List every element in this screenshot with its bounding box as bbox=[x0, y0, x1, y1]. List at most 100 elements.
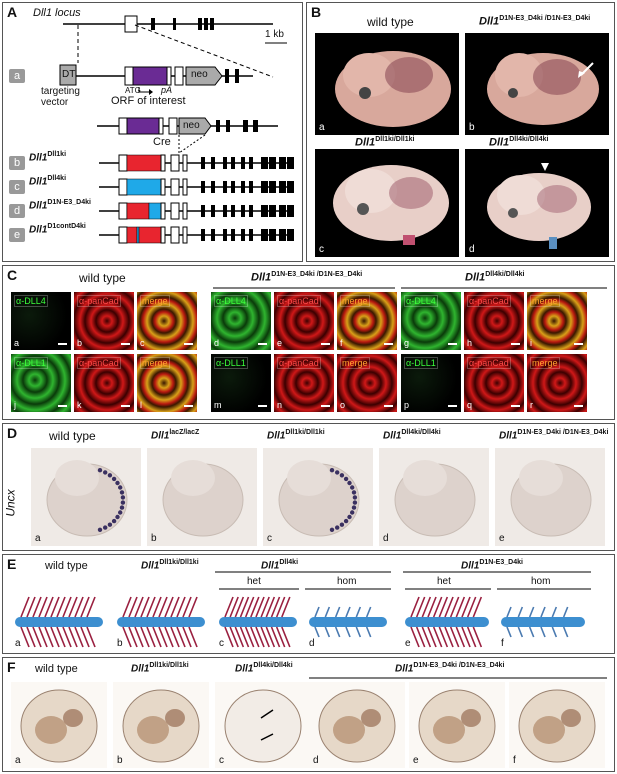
targeting-vector-label: targeting vector bbox=[41, 86, 80, 108]
micrograph-letter-c: c bbox=[140, 338, 145, 348]
micrograph-stain-label-m: α-DLL1 bbox=[214, 357, 248, 369]
micrograph-f: merge f bbox=[337, 292, 397, 350]
skeleton-image-b: b bbox=[113, 593, 209, 651]
row-a-label: a bbox=[9, 69, 25, 83]
scale-bar bbox=[258, 405, 267, 407]
scale-bar bbox=[384, 405, 393, 407]
d-genotype-e: Dll1D1N-E3_D4ki /D1N-E3_D4ki bbox=[499, 429, 609, 442]
embryo-image-c: c bbox=[315, 149, 459, 257]
panel-c: C wild type Dll1D1N-E3_D4ki /D1N-E3_D4ki… bbox=[2, 265, 615, 420]
b-genotype-3: Dll1Dll1ki/Dll1ki bbox=[355, 136, 415, 149]
micrograph-stain-label-h: α-panCad bbox=[467, 295, 511, 307]
b-letter-a: a bbox=[319, 122, 325, 133]
allele-row-genotype-e: Dll1D1contD4ki bbox=[29, 223, 86, 236]
scale-bar bbox=[184, 405, 193, 407]
section-letter-f: f bbox=[513, 755, 516, 766]
micrograph-stain-label-r: merge bbox=[530, 357, 560, 369]
micrograph-stain-label-g: α-DLL4 bbox=[404, 295, 438, 307]
micrograph-stain-label-e: α-panCad bbox=[277, 295, 321, 307]
neo-label-2: neo bbox=[183, 120, 200, 131]
micrograph-letter-g: g bbox=[404, 338, 410, 348]
c-genotype-3: Dll1Dll4ki/Dll4ki bbox=[465, 271, 525, 284]
embryo-image-d: d bbox=[465, 149, 609, 257]
in-situ-letter-d: d bbox=[383, 533, 389, 544]
section-letter-b: b bbox=[117, 755, 123, 766]
micrograph-letter-p: p bbox=[404, 400, 410, 410]
scale-bar bbox=[384, 343, 393, 345]
c-wildtype-label: wild type bbox=[79, 271, 126, 285]
e-het-2: het bbox=[437, 576, 451, 587]
e-genotype-2: Dll1Dll1ki/Dll1ki bbox=[141, 559, 199, 572]
allele-row-letter-b: b bbox=[9, 156, 25, 170]
f-group-line bbox=[309, 677, 607, 679]
micrograph-letter-a: a bbox=[14, 338, 20, 348]
micrograph-letter-m: m bbox=[214, 400, 222, 410]
micrograph-stain-label-f: merge bbox=[340, 295, 370, 307]
b-genotype-2: Dll1D1N-E3_D4ki /D1N-E3_D4ki bbox=[479, 15, 591, 28]
scale-bar bbox=[121, 405, 130, 407]
in-situ-letter-c: c bbox=[267, 533, 272, 544]
in-situ-image-c: c bbox=[263, 448, 373, 546]
panel-c-label: C bbox=[7, 267, 18, 283]
micrograph-stain-label-p: α-DLL1 bbox=[404, 357, 438, 369]
uncx-side-label: Uncx bbox=[3, 489, 18, 517]
micrograph-letter-f: f bbox=[340, 338, 343, 348]
scale-bar bbox=[58, 405, 67, 407]
micrograph-letter-e: e bbox=[277, 338, 283, 348]
scale-label: 1 kb bbox=[265, 29, 284, 40]
scale-bar bbox=[448, 405, 457, 407]
e-group-lines bbox=[215, 571, 591, 590]
d-genotype-d: Dll1Dll4ki/Dll4ki bbox=[383, 429, 441, 442]
micrograph-letter-l: l bbox=[140, 400, 142, 410]
micrograph-e: α-panCad e bbox=[274, 292, 334, 350]
b-letter-c: c bbox=[319, 244, 324, 255]
skeleton-letter-f: f bbox=[501, 638, 504, 649]
section-image-a: a bbox=[11, 682, 107, 768]
micrograph-letter-h: h bbox=[467, 338, 473, 348]
allele-row-letter-e: e bbox=[9, 228, 25, 242]
panel-b-label: B bbox=[311, 4, 322, 20]
scale-bar bbox=[574, 343, 583, 345]
micrograph-letter-b: b bbox=[77, 338, 83, 348]
e-hom-1: hom bbox=[337, 576, 357, 587]
f-genotype-3: Dll1Dll4ki/Dll4ki bbox=[235, 662, 293, 675]
in-situ-image-d: d bbox=[379, 448, 489, 546]
micrograph-letter-j: j bbox=[14, 400, 16, 410]
d-genotype-b: Dll1lacZ/lacZ bbox=[151, 429, 200, 442]
micrograph-letter-q: q bbox=[467, 400, 473, 410]
scale-bar bbox=[448, 343, 457, 345]
f-wildtype-label: wild type bbox=[35, 663, 78, 675]
allele-row-diagram-e bbox=[99, 226, 294, 244]
skeleton-image-c: c bbox=[215, 593, 301, 651]
e-genotype-4: Dll1D1N-E3_D4ki bbox=[461, 559, 523, 572]
micrograph-stain-label-d: α-DLL4 bbox=[214, 295, 248, 307]
in-situ-image-b: b bbox=[147, 448, 257, 546]
in-situ-image-a: a bbox=[31, 448, 141, 546]
scale-bar bbox=[321, 343, 330, 345]
micrograph-letter-r: r bbox=[530, 400, 533, 410]
embryo-image-b: b bbox=[465, 33, 609, 135]
section-image-f: f bbox=[509, 682, 605, 768]
section-image-b: b bbox=[113, 682, 209, 768]
e-het-1: het bbox=[247, 576, 261, 587]
micrograph-letter-n: n bbox=[277, 400, 283, 410]
allele-row-genotype-b: Dll1Dll1ki bbox=[29, 151, 67, 164]
scale-bar bbox=[574, 405, 583, 407]
panel-e-label: E bbox=[7, 556, 17, 572]
micrograph-p: α-DLL1 p bbox=[401, 354, 461, 412]
micrograph-stain-label-k: α-panCad bbox=[77, 357, 121, 369]
e-hom-2: hom bbox=[531, 576, 551, 587]
b-wildtype-label: wild type bbox=[367, 15, 414, 29]
in-situ-image-e: e bbox=[495, 448, 605, 546]
b-letter-d: d bbox=[469, 244, 475, 255]
allele-row-diagram-b bbox=[99, 154, 294, 172]
